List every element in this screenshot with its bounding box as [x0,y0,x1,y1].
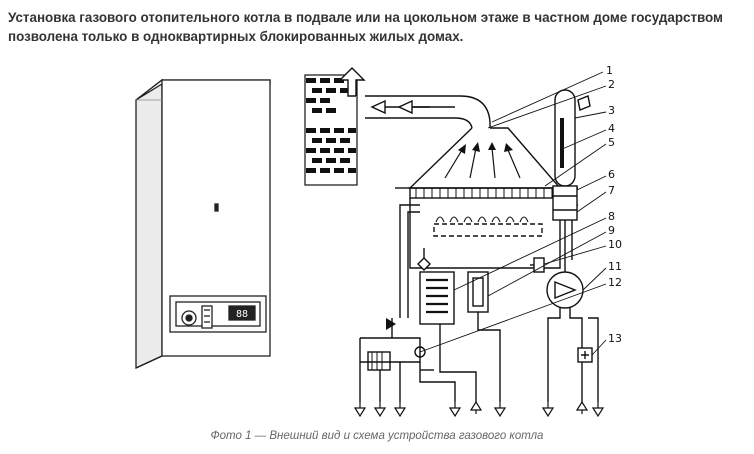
brick-wall [304,74,358,186]
part-label-5: 5 [608,136,615,149]
boiler-display-digits: 88 [236,309,248,320]
part-label-4: 4 [608,122,615,135]
part-label-13: 13 [608,332,622,345]
boiler-figure: 88 [0,58,754,426]
part-label-3: 3 [608,104,615,117]
part-label-9: 9 [608,224,615,237]
article-heading: Установка газового отопительного котла в… [8,10,723,44]
part-label-10: 10 [608,238,622,251]
boiler-photo [135,78,271,370]
part-label-1: 1 [606,64,613,77]
figure-caption: Фото 1 — Внешний вид и схема устройства … [210,430,544,442]
part-label-2: 2 [608,78,615,91]
part-label-12: 12 [608,276,622,289]
boiler-schematic [304,67,607,418]
part-label-6: 6 [608,168,615,181]
part-label-11: 11 [608,260,622,273]
part-label-8: 8 [608,210,615,223]
part-label-7: 7 [608,184,615,197]
